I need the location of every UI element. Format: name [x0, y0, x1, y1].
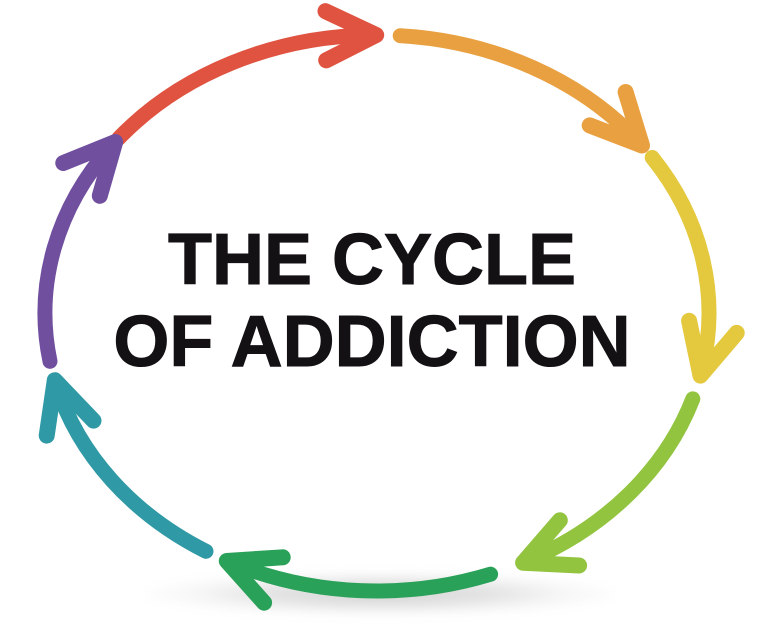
- arrow-purple-shaft: [37, 138, 120, 369]
- arrow-purple: [37, 134, 124, 369]
- arrow-yellow-green-shaft: [520, 391, 701, 569]
- arrow-yellow-head: [681, 312, 745, 384]
- arrow-orange-head: [581, 84, 650, 154]
- arrow-green-shaft: [224, 555, 499, 599]
- arrow-green: [218, 549, 499, 611]
- arrow-red-shaft: [111, 27, 379, 146]
- arrow-yellow-green-head: [515, 512, 588, 574]
- arrow-orange-shaft: [392, 28, 647, 150]
- title-line-1: THE CYCLE: [167, 220, 577, 301]
- diagram-title: THE CYCLE OF ADDICTION: [113, 219, 631, 383]
- ground-shadow: [48, 566, 712, 632]
- arrow-orange: [392, 28, 650, 154]
- arrow-yellow: [644, 150, 745, 384]
- arrow-green-head: [218, 549, 291, 611]
- arrow-teal-head: [38, 372, 102, 444]
- arrow-yellow-shaft: [644, 150, 717, 379]
- arrow-teal-shaft: [48, 377, 214, 559]
- arrow-red-head: [317, 3, 385, 69]
- arrow-yellow-green: [515, 391, 701, 574]
- arrow-red: [111, 3, 385, 146]
- arrow-purple-head: [55, 134, 124, 204]
- title-line-2: OF ADDICTION: [113, 302, 631, 383]
- arrow-teal: [38, 372, 214, 559]
